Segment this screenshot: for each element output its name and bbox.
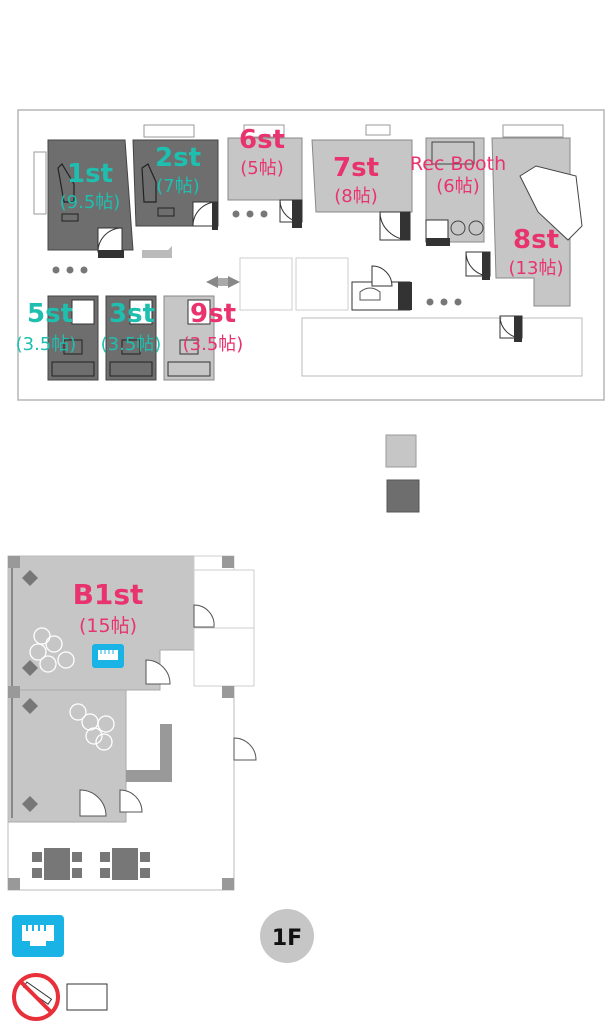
window (143, 124, 195, 138)
svg-text:(3.5帖): (3.5帖) (16, 334, 77, 355)
window (365, 124, 391, 136)
label-8st: 8st (13帖) (509, 225, 564, 279)
legend-swatch-light (385, 434, 417, 468)
svg-text:(5帖): (5帖) (240, 158, 284, 179)
svg-text:6st: 6st (239, 125, 285, 155)
door (97, 227, 123, 253)
floor-badge: 1F (260, 909, 314, 963)
svg-text:3st: 3st (109, 299, 155, 329)
svg-text:(3.5帖): (3.5帖) (183, 334, 244, 355)
svg-text:(6帖): (6帖) (436, 176, 480, 197)
window (33, 151, 47, 215)
label-5st: 5st (3.5帖) (16, 299, 77, 355)
svg-text:(8帖): (8帖) (334, 186, 378, 207)
label-b1st: B1st (15帖) (73, 578, 144, 637)
window (243, 124, 285, 138)
label-3st: 3st (3.5帖) (101, 299, 162, 355)
svg-text:Rec Booth: Rec Booth (410, 153, 506, 175)
label-1st: 1st (9.5帖) (60, 159, 121, 213)
label-rec-booth: Rec Booth (6帖) (410, 153, 506, 197)
legend-lan-icon (12, 915, 64, 957)
svg-text:1st: 1st (67, 159, 113, 189)
svg-text:2st: 2st (155, 143, 201, 173)
upper-floor-outline (17, 109, 605, 401)
svg-text:7st: 7st (333, 153, 379, 183)
lan-port-icon (92, 644, 124, 668)
svg-text:5st: 5st (27, 299, 73, 329)
label-6st: 6st (5帖) (239, 125, 285, 179)
svg-text:(15帖): (15帖) (79, 615, 137, 637)
svg-text:(7帖): (7帖) (156, 176, 200, 197)
no-smoking-icon (12, 973, 60, 1021)
window (502, 124, 564, 138)
svg-text:(13帖): (13帖) (509, 258, 564, 279)
svg-text:1F: 1F (272, 926, 302, 951)
label-2st: 2st (7帖) (155, 143, 201, 197)
svg-text:(9.5帖): (9.5帖) (60, 192, 121, 213)
legend-empty-box (66, 983, 108, 1011)
label-9st: 9st (3.5帖) (183, 299, 244, 355)
svg-text:B1st: B1st (73, 578, 144, 611)
label-7st: 7st (8帖) (333, 153, 379, 207)
room-7st (311, 139, 413, 213)
room-6st (227, 137, 303, 201)
basement-plan (7, 555, 257, 891)
legend-swatch-dark (386, 479, 420, 513)
svg-text:8st: 8st (513, 225, 559, 255)
room-1st (47, 139, 134, 251)
svg-text:9st: 9st (190, 299, 236, 329)
svg-text:(3.5帖): (3.5帖) (101, 334, 162, 355)
